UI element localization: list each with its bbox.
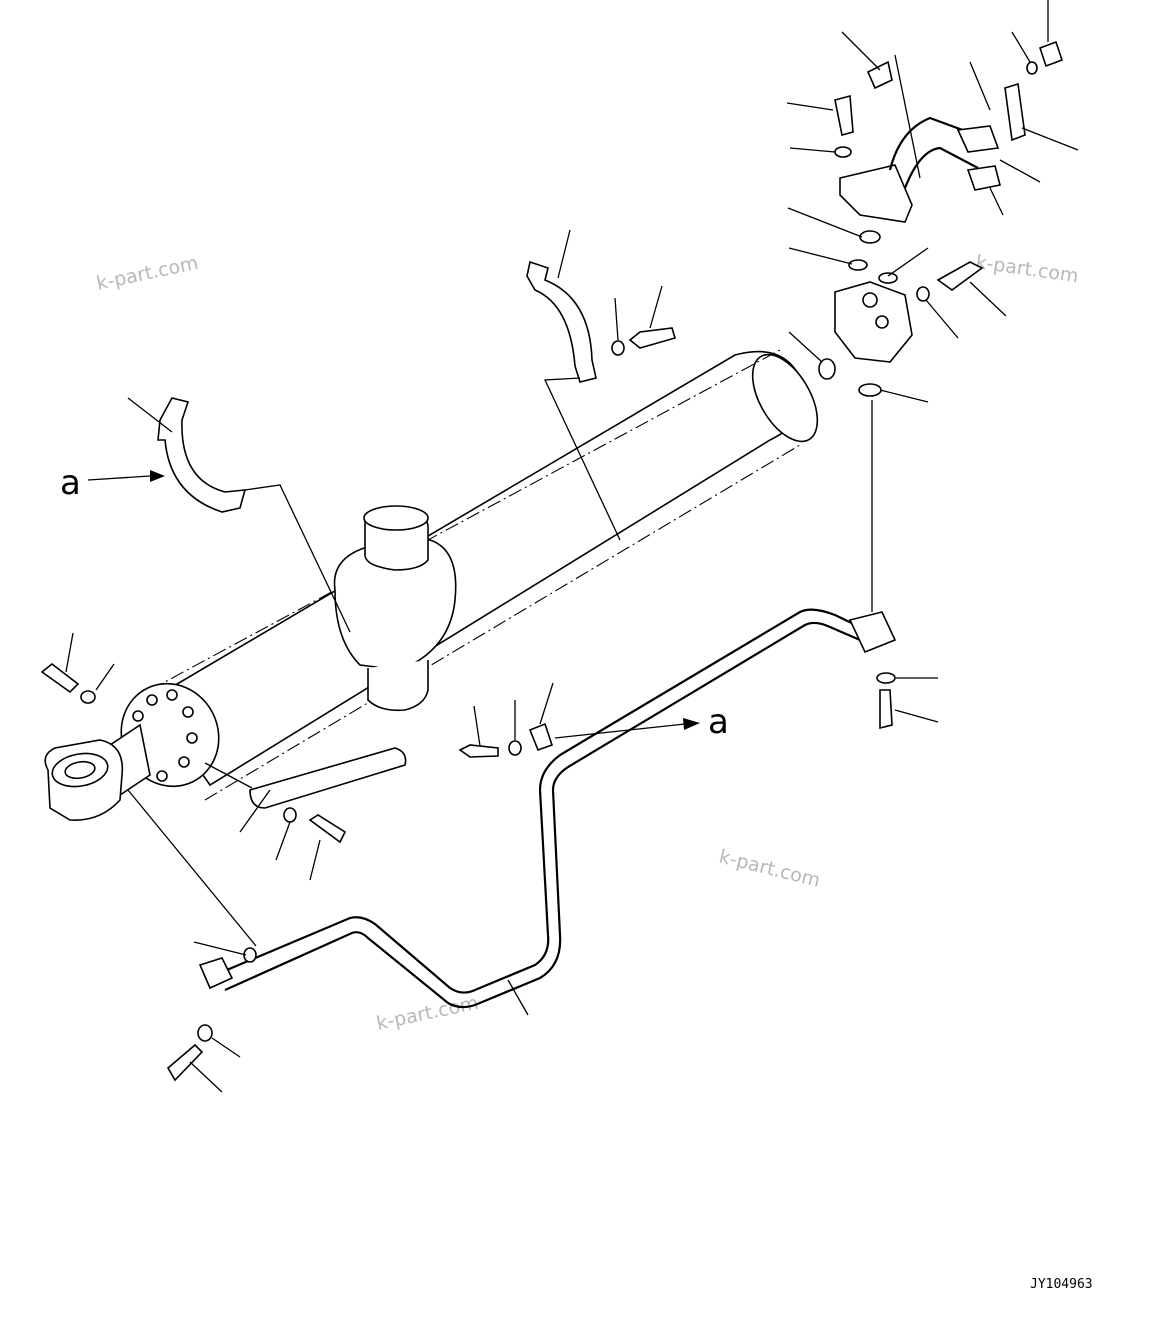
hydraulic-cylinder [44,349,819,821]
bracket-plate [249,747,407,809]
watermark-3: k-part.com [717,846,823,892]
watermark-1: k-part.com [94,252,200,295]
fasteners [40,40,1064,1082]
leader-lines [65,0,1079,1093]
figure-id: JY104963 [1030,1277,1093,1292]
watermark-2: k-part.com [974,251,1080,287]
clamp-upper [526,260,597,383]
view-marker-a-right: a [708,702,729,742]
view-marker-a-left: a [60,463,81,503]
watermark-4: k-part.com [374,992,480,1035]
clamp-left [157,397,247,513]
hydraulic-tube [214,608,863,1009]
valve-assembly [834,82,1026,363]
